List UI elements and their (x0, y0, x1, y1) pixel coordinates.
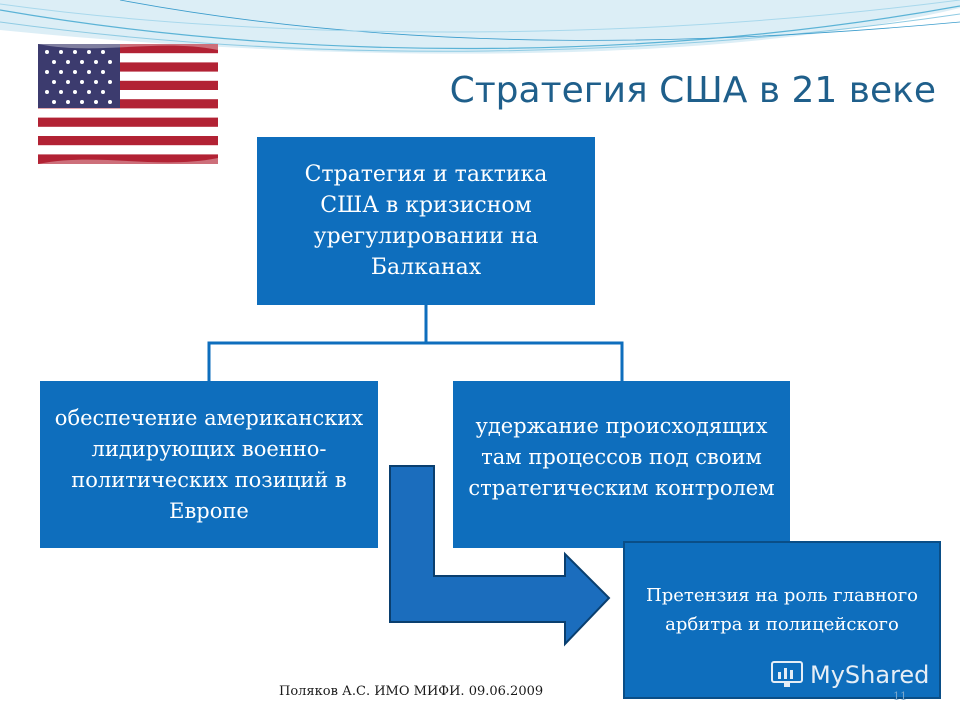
root-node: Стратегия и тактика США в кризисном урег… (257, 137, 595, 305)
connector-branch (207, 341, 624, 381)
callout-node: Претензия на роль главного арбитра и пол… (623, 541, 941, 699)
callout-node-label: Претензия на роль главного арбитра и пол… (646, 585, 918, 635)
page-number: 11 (893, 690, 907, 703)
watermark-logo-icon (771, 661, 803, 687)
decorative-wave-lines (0, 0, 960, 54)
root-node-label: Стратегия и тактика США в кризисном урег… (304, 162, 548, 280)
slide-title: Стратегия США в 21 веке (449, 70, 936, 111)
left-node-label: обеспечение американских лидирующих воен… (54, 405, 364, 523)
left-node: обеспечение американских лидирующих воен… (40, 381, 378, 548)
right-node-label: удержание происходящих там процессов под… (468, 414, 775, 500)
slide-footer: Поляков А.С. ИМО МИФИ. 09.06.2009 (279, 684, 544, 699)
watermark-text: MyShared (810, 661, 930, 689)
bent-arrow (389, 465, 611, 647)
right-node: удержание происходящих там процессов под… (453, 381, 790, 548)
watermark: MyShared (770, 660, 929, 690)
us-flag (38, 44, 218, 164)
